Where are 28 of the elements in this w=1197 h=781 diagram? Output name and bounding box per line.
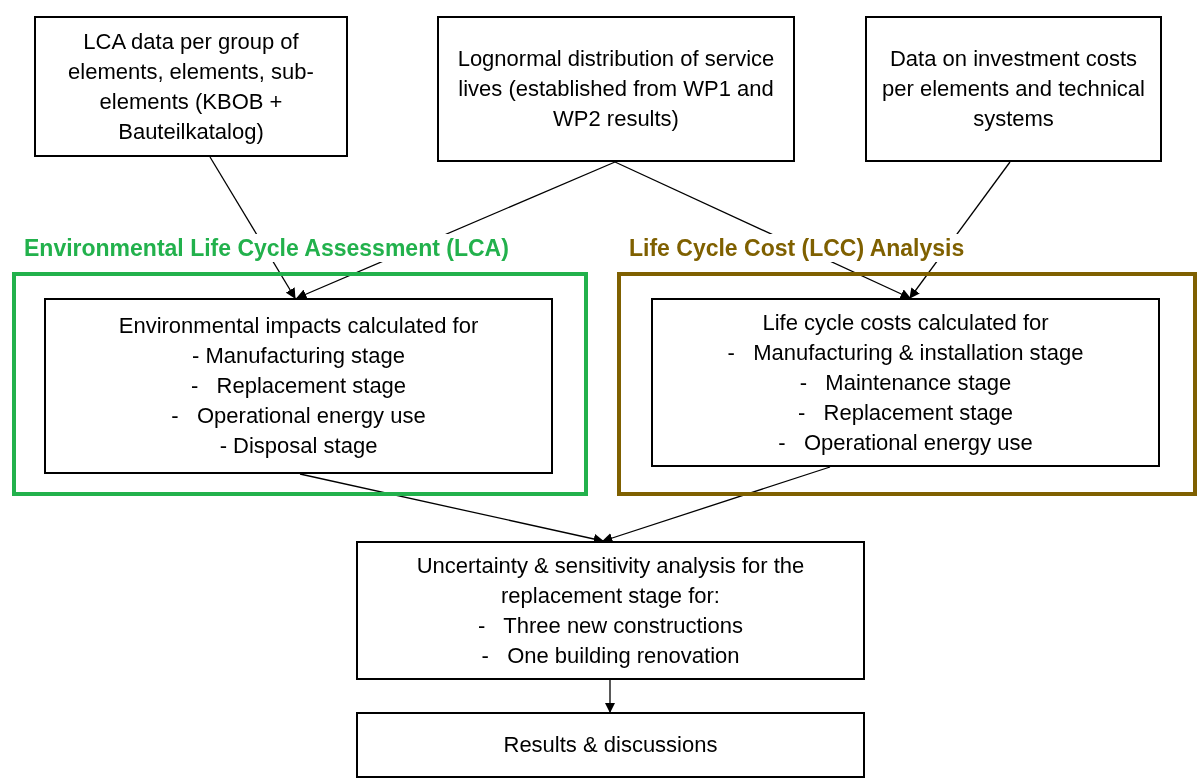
box-text: - Replacement stage (797, 398, 1014, 427)
box-text: Results & discussions (503, 731, 718, 759)
box-text: - One building renovation (481, 641, 740, 670)
box-text: Life cycle costs calculated for (762, 308, 1049, 337)
section-heading: Environmental Life Cycle Assessment (LCA) (24, 233, 509, 263)
box-text: - Manufacturing stage (192, 342, 405, 370)
box-text: - Three new constructions (478, 611, 743, 640)
arrow (604, 679, 616, 714)
box-text: Lognormal distribution of service lives (established from WP1 and WP2 results) (456, 45, 776, 133)
box-text: - Disposal stage (219, 432, 378, 460)
process-box (437, 16, 795, 162)
box-text: - Replacement stage (190, 372, 407, 400)
box-text: Uncertainty & sensitivity analysis for the replacement stage for: (415, 551, 806, 610)
process-box (44, 298, 553, 474)
box-text: - Manufacturing & installation stage (727, 338, 1084, 367)
arrow (602, 466, 831, 544)
process-box (34, 16, 348, 157)
process-box (356, 541, 865, 680)
box-text: - Operational energy use (171, 402, 426, 430)
box-text: - Operational energy use (778, 428, 1033, 457)
process-box (356, 712, 865, 778)
box-text: - Maintenance stage (799, 368, 1012, 397)
box-text: Environmental impacts calculated for (118, 312, 479, 340)
section-heading: Life Cycle Cost (LCC) Analysis (629, 233, 965, 263)
box-text: Data on investment costs per elements and technical systems (881, 45, 1146, 133)
process-box (651, 298, 1160, 467)
process-box (865, 16, 1162, 162)
box-text: LCA data per group of elements, elements, sub-elements (KBOB + Bauteilkatalog) (67, 27, 315, 146)
